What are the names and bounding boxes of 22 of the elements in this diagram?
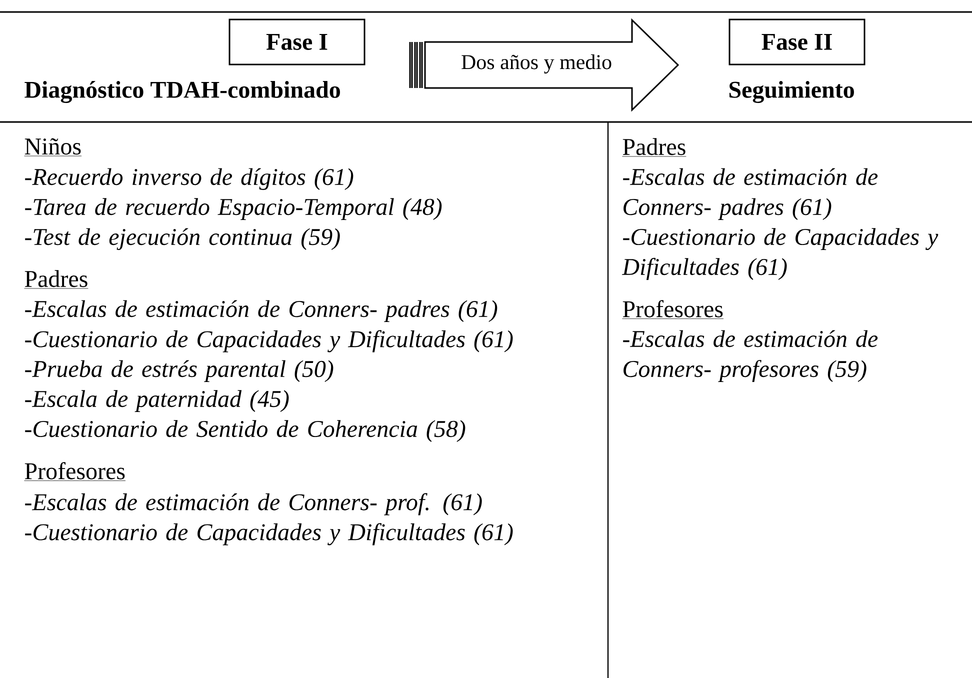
phase-box: Fase II [728, 18, 866, 66]
test-item: -Escala de paternidad (45) [25, 390, 289, 412]
test-item: -Test de ejecución continua (59) [25, 228, 340, 250]
section-heading: Padres [24, 270, 88, 289]
test-item: -Escalas de estimación de Conners- prof. (61) [25, 493, 482, 516]
section-heading: Niños [24, 138, 82, 156]
section-heading: Padres [622, 138, 686, 157]
test-item: -Cuestionario de Capacidades y Dificultades (61) [622, 228, 938, 280]
test-item: -Cuestionario de Capacidades y Dificultades (61) [25, 523, 513, 546]
test-item: -Tarea de recuerdo Espacio-Temporal (48) [25, 198, 442, 220]
test-item: -Cuestionario de Capacidades y Dificultades (61) [25, 330, 513, 352]
phase-box: Fase I [228, 18, 366, 66]
test-item: -Escalas de estimación de Conners- padres (61) [25, 300, 498, 322]
test-item: -Escalas de estimación de Conners- padres (61) [623, 168, 878, 220]
section-heading: Profesores [24, 462, 126, 481]
section-heading: Profesores [622, 300, 724, 319]
test-item: -Cuestionario de Sentido de Coherencia (58) [25, 420, 466, 442]
test-item: -Prueba de estrés parental (50) [25, 360, 334, 382]
test-item: -Recuerdo inverso de dígitos (61) [25, 168, 354, 190]
phase-heading: Seguimiento [729, 81, 854, 103]
test-item: -Escalas de estimación de Conners- profesores (59) [623, 330, 878, 382]
phase-heading: Diagnóstico TDAH-combinado [24, 81, 340, 103]
